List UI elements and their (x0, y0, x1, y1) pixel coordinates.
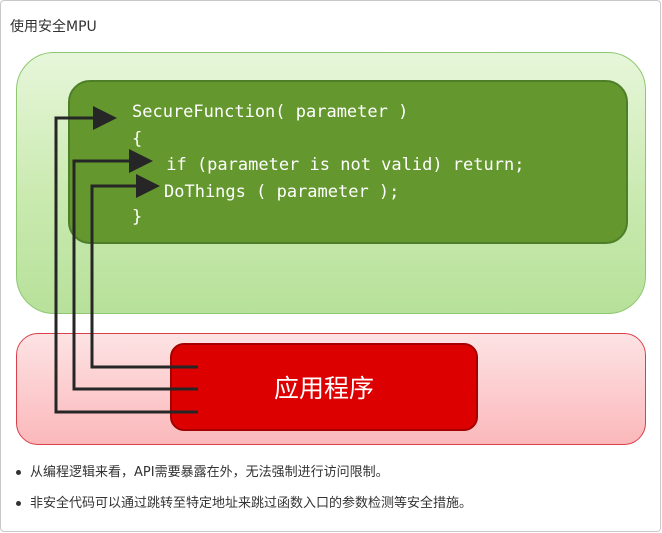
bullet-text: 非安全代码可以通过跳转至特定地址来跳过函数入口的参数检测等安全措施。 (30, 496, 473, 511)
diagram-title: 使用安全MPU (10, 19, 97, 35)
secure-function-box (68, 80, 628, 244)
arrow-to-parameter-check (72, 149, 198, 391)
code-line-signature: SecureFunction( parameter ) (132, 102, 409, 122)
code-line-dothings: DoThings ( parameter ); (164, 182, 400, 202)
code-line-close-brace: } (132, 207, 143, 227)
code-line-check: if (parameter is not valid) return; (156, 155, 525, 175)
bullet-dot (16, 470, 21, 475)
bullet-dot (16, 501, 21, 506)
code-line-open-brace: { (132, 129, 143, 149)
arrow-to-dothings (90, 174, 198, 369)
bullet-text: 从编程逻辑来看，API需要暴露在外，无法强制进行访问限制。 (30, 465, 389, 480)
bullet-item: 从编程逻辑来看，API需要暴露在外，无法强制进行访问限制。 (16, 464, 472, 481)
bullet-list: 从编程逻辑来看，API需要暴露在外，无法强制进行访问限制。 非安全代码可以通过跳… (16, 464, 472, 526)
bullet-item: 非安全代码可以通过跳转至特定地址来跳过函数入口的参数检测等安全措施。 (16, 495, 472, 512)
arrow-to-function-entry (54, 106, 198, 414)
application-box: 应用程序 (170, 343, 478, 431)
application-label: 应用程序 (273, 374, 374, 403)
